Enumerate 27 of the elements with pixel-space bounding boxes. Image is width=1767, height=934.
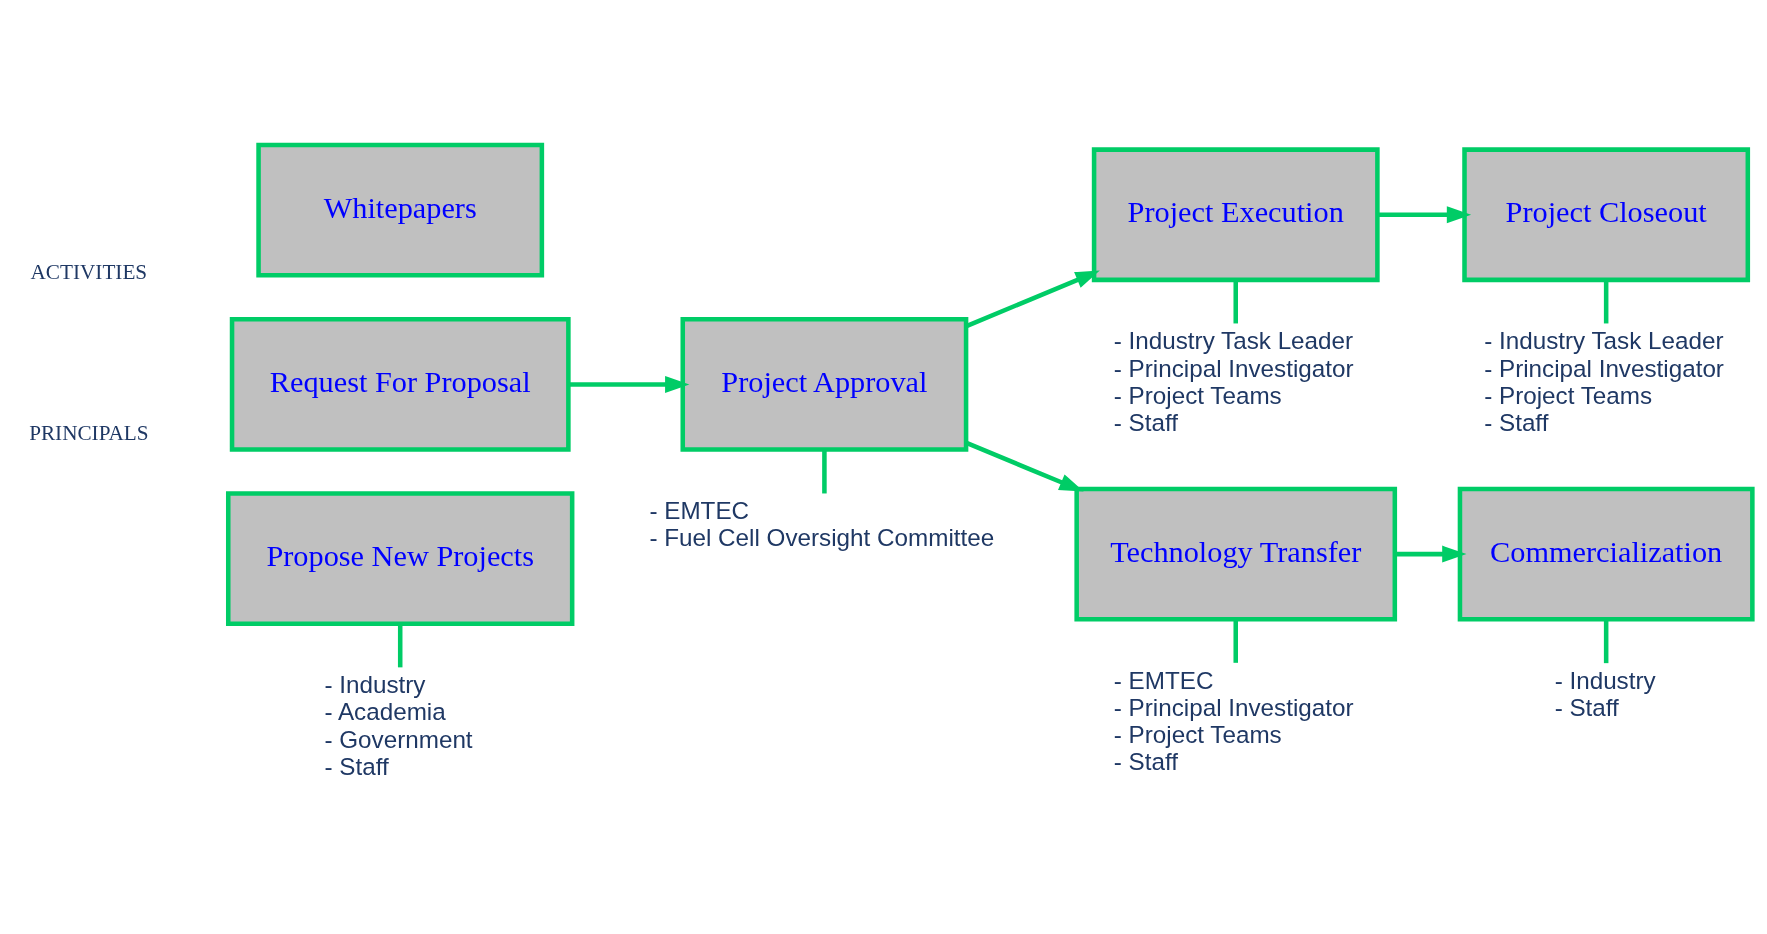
label: ACTIVITIES xyxy=(30,260,148,285)
node-text: - Industry - Staff xyxy=(1554,666,1656,721)
connector xyxy=(1603,619,1609,664)
node-text: - Industry - Academia - Government - Staff xyxy=(324,671,473,780)
arrow xyxy=(965,270,1100,329)
node-box: Propose New Projects xyxy=(226,491,575,627)
arrow xyxy=(965,440,1084,492)
node-box: Commercialization xyxy=(1457,486,1755,622)
node-box: Whitepapers xyxy=(256,142,545,278)
node-box: Project Closeout xyxy=(1462,147,1751,283)
connector xyxy=(822,449,827,494)
node-text: - EMTEC - Fuel Cell Oversight Committee xyxy=(649,496,995,552)
arrow xyxy=(1395,545,1467,563)
connector xyxy=(1233,280,1238,324)
connector xyxy=(1603,280,1609,324)
arrow xyxy=(568,375,690,393)
connector xyxy=(1233,619,1238,663)
node-text: - Industry Task Leader - Principal Investigator - Project Teams - Staff xyxy=(1113,327,1354,437)
node-box: Project Execution xyxy=(1091,147,1380,283)
node-text: - Industry Task Leader - Principal Investigator - Project Teams - Staff xyxy=(1484,327,1724,437)
node-box: Technology Transfer xyxy=(1074,486,1398,622)
connector xyxy=(397,624,403,668)
node-box: Project Approval xyxy=(680,317,969,452)
node-box: Request For Proposal xyxy=(229,317,571,452)
arrow xyxy=(1377,206,1472,224)
node-text: - EMTEC - Principal Investigator - Project Teams - Staff xyxy=(1113,666,1354,776)
label: PRINCIPALS xyxy=(29,421,149,446)
